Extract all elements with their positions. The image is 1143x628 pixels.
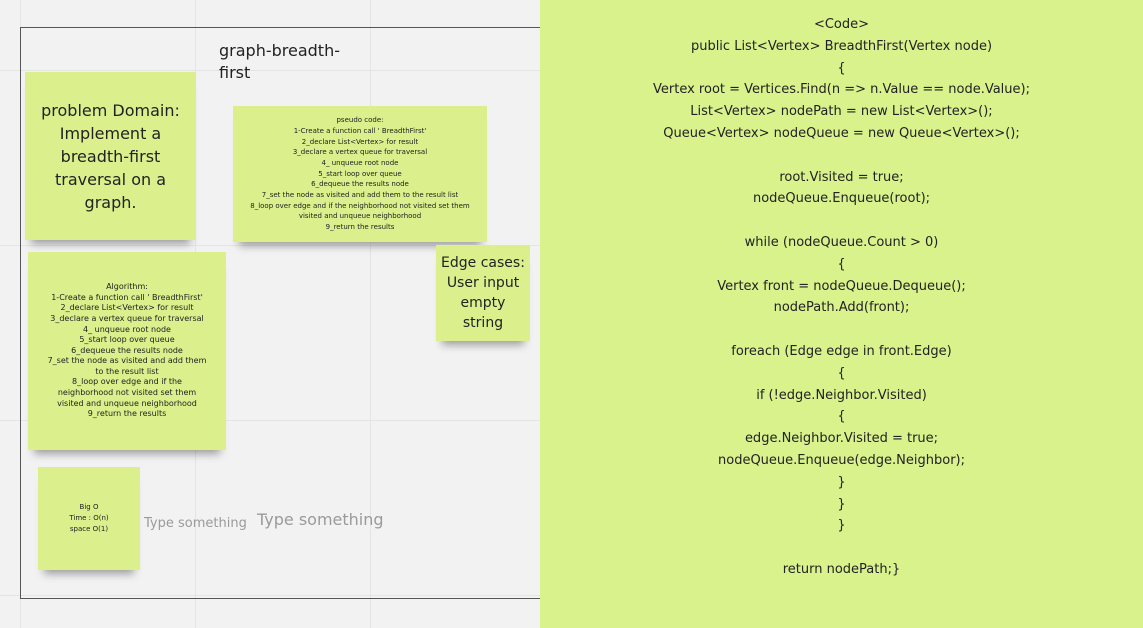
note-line: Algorithm:	[106, 282, 148, 292]
note-line: while (nodeQueue.Count > 0)	[744, 234, 939, 250]
note-line: 9_return the results	[87, 409, 167, 419]
problem-domain-note[interactable]: problem Domain: Implement a breadth-first t…	[25, 72, 196, 240]
note-line: breadth-first	[60, 146, 161, 166]
note-line: pseudo code:	[336, 116, 384, 125]
note-line: Queue<Vertex> nodeQueue = new Queue<Vert…	[663, 125, 1020, 141]
note-line: graph.	[84, 192, 137, 212]
note-line: List<Vertex> nodePath = new List<Vertex>…	[690, 104, 993, 120]
note-line: root.Visited = true;	[779, 169, 904, 185]
code-lines: <Code> public List<Vertex> BreadthFirst(V…	[540, 14, 1143, 581]
note-line: Big O	[79, 503, 99, 512]
note-line: visited and unqueue neighborhood	[57, 398, 197, 408]
note-line: empty	[460, 295, 506, 311]
note-line: {	[837, 365, 846, 381]
note-line: 1-Create a function call ' BreadthFirst'	[293, 126, 427, 135]
note-line: }	[837, 518, 846, 534]
big-o-note[interactable]: Big O Time : O(n)space O(1)	[38, 467, 140, 570]
pseudo-code-note[interactable]: pseudo code:1-Create a function call ' B…	[233, 106, 487, 242]
note-line: return nodePath;}	[782, 561, 901, 577]
algorithm-note[interactable]: Algorithm:1-Create a function call ' Bre…	[28, 252, 226, 450]
note-line: 8_loop over edge and if the neighborhood…	[250, 201, 470, 210]
note-line: to the result list	[95, 366, 159, 376]
note-line: Edge cases:	[441, 255, 525, 271]
note-line	[540, 145, 1143, 167]
note-line: 4_ unqueue root node	[83, 324, 171, 334]
note-line: visited and unqueue neighborhood	[298, 212, 422, 221]
note-line: {	[837, 256, 846, 272]
note-line	[540, 319, 1143, 341]
note-line: <Code>	[813, 17, 870, 32]
note-line: 3_declare a vertex queue for traversal	[292, 148, 428, 157]
note-line: }	[837, 474, 846, 490]
note-line: space O(1)	[69, 524, 109, 533]
note-line: 1-Create a function call ' BreadthFirst'	[51, 292, 203, 302]
frame-title[interactable]: graph-breadth-first	[219, 41, 340, 82]
edge-cases-note[interactable]: Edge cases: User input empty string	[436, 245, 530, 341]
note-line: nodePath.Add(front);	[773, 300, 910, 316]
note-line: 4_ unqueue root node	[321, 158, 399, 167]
note-line: 7_set the node as visited and add them	[47, 356, 207, 366]
text-placeholder-large[interactable]: Type something	[257, 510, 384, 529]
note-line: string	[462, 315, 504, 331]
code-note[interactable]: <Code> public List<Vertex> BreadthFirst(V…	[540, 0, 1143, 628]
note-line: 5_start loop over queue	[79, 335, 175, 345]
note-line: problem Domain:	[41, 100, 180, 120]
note-line: Time : O(n)	[69, 514, 109, 523]
note-line: }	[837, 496, 846, 512]
text-placeholder[interactable]: Type something	[144, 516, 247, 531]
note-line: Implement a	[59, 123, 162, 143]
note-line: if (!edge.Neighbor.Visited)	[756, 387, 927, 403]
note-line: nodeQueue.Enqueue(root);	[752, 191, 931, 207]
note-line: traversal on a	[54, 169, 167, 189]
note-line: 2_declare List<Vertex> for result	[301, 137, 419, 146]
note-line: {	[837, 409, 846, 425]
note-line: neighborhood not visited set them	[57, 388, 197, 398]
note-line: 5_start loop over queue	[318, 169, 402, 178]
note-line: Vertex root = Vertices.Find(n => n.Value…	[653, 82, 1030, 98]
note-line: 6_dequeue the results node	[311, 180, 409, 189]
note-line: foreach (Edge edge in front.Edge)	[731, 343, 952, 359]
note-line: nodeQueue.Enqueue(edge.Neighbor);	[718, 452, 965, 468]
note-line	[540, 210, 1143, 232]
note-line: edge.Neighbor.Visited = true;	[744, 431, 939, 447]
note-line: 3_declare a vertex queue for traversal	[50, 313, 204, 323]
note-line: Vertex front = nodeQueue.Dequeue();	[717, 278, 966, 294]
note-line: 7_set the node as visited and add them t…	[261, 191, 459, 200]
note-line: User input	[446, 275, 520, 291]
note-line: 8_loop over edge and if the	[72, 377, 182, 387]
note-line: {	[837, 60, 846, 76]
note-line	[540, 537, 1143, 559]
note-line: public List<Vertex> BreadthFirst(Vertex …	[690, 38, 993, 54]
note-line: 2_declare List<Vertex> for result	[60, 303, 194, 313]
note-line: 6_dequeue the results node	[71, 345, 183, 355]
note-line: 9_return the results	[325, 223, 395, 232]
